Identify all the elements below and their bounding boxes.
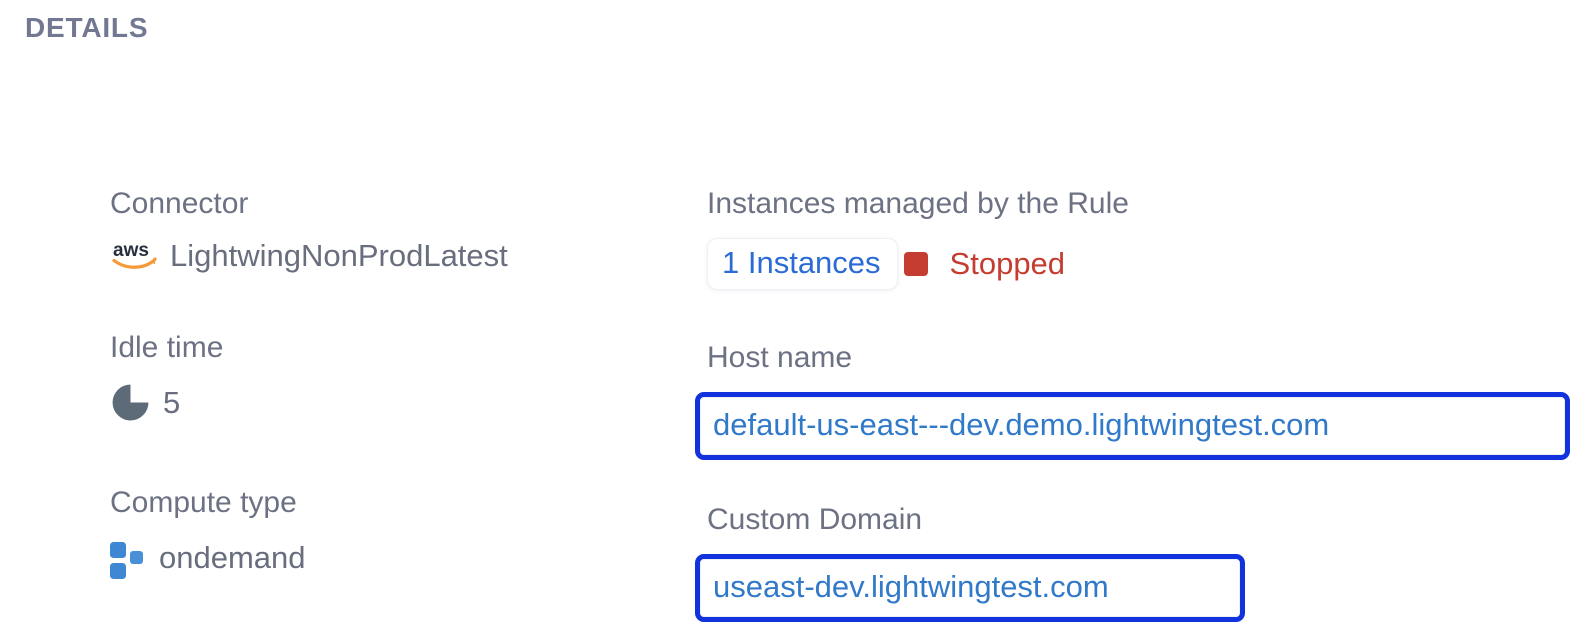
compute-type-field: Compute type ondemand: [110, 485, 707, 579]
host-name-focus-box: default-us-east---dev.demo.lightwingtest…: [695, 392, 1570, 460]
compute-type-value-row: ondemand: [110, 537, 707, 579]
custom-domain-value-row: useast-dev.lightwingtest.com: [695, 554, 1570, 622]
custom-domain-field: Custom Domain useast-dev.lightwingtest.c…: [695, 502, 1570, 622]
connector-field: Connector aws LightwingNonProdLatest: [110, 186, 707, 274]
compute-type-value: ondemand: [159, 540, 306, 575]
instances-status-text: Stopped: [949, 246, 1066, 281]
details-section-title: DETAILS: [25, 12, 149, 43]
stopped-square-icon: [903, 252, 928, 276]
idle-time-field: Idle time 5: [110, 330, 707, 423]
idle-time-value-row: 5: [110, 382, 707, 423]
details-grid: Connector aws LightwingNonProdLatest Idl…: [0, 186, 1596, 622]
pie-chart-icon: [110, 382, 151, 423]
details-right-column: Instances managed by the Rule 1 Instance…: [695, 186, 1596, 622]
aws-icon: aws: [110, 239, 158, 273]
host-name-label: Host name: [707, 341, 853, 374]
custom-domain-link[interactable]: useast-dev.lightwingtest.com: [700, 559, 1240, 617]
connector-value-row: aws LightwingNonProdLatest: [110, 238, 707, 274]
idle-time-label: Idle time: [110, 331, 224, 364]
instances-value-row: 1 Instances Stopped: [707, 238, 1570, 290]
host-name-field: Host name default-us-east---dev.demo.lig…: [695, 340, 1570, 460]
compute-type-label: Compute type: [110, 486, 297, 519]
host-name-value-row: default-us-east---dev.demo.lightwingtest…: [695, 392, 1570, 460]
svg-text:aws: aws: [113, 240, 149, 261]
instances-label: Instances managed by the Rule: [707, 187, 1129, 220]
details-left-column: Connector aws LightwingNonProdLatest Idl…: [110, 186, 707, 622]
compute-squares-icon: [110, 537, 145, 579]
connector-value: LightwingNonProdLatest: [170, 238, 508, 273]
custom-domain-focus-box: useast-dev.lightwingtest.com: [695, 554, 1245, 622]
custom-domain-label: Custom Domain: [707, 503, 923, 536]
connector-label: Connector: [110, 187, 249, 220]
instances-field: Instances managed by the Rule 1 Instance…: [707, 186, 1570, 290]
instances-count-link[interactable]: 1 Instances: [707, 238, 898, 290]
host-name-link[interactable]: default-us-east---dev.demo.lightwingtest…: [700, 397, 1565, 455]
idle-time-value: 5: [163, 384, 181, 420]
